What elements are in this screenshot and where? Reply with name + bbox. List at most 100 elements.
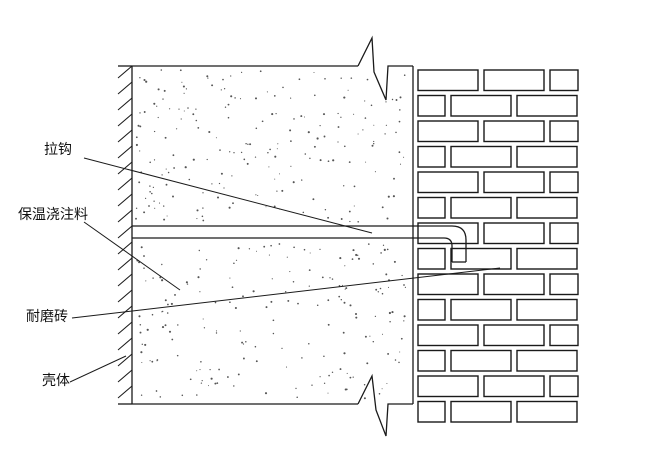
castable-speck <box>324 208 327 211</box>
castable-speck <box>393 260 396 263</box>
castable-speck <box>158 202 161 204</box>
castable-speck <box>364 335 367 338</box>
castable-speck <box>176 354 179 357</box>
hatch-stroke <box>117 97 133 111</box>
castable-speck <box>181 394 184 397</box>
castable-speck <box>180 118 182 120</box>
castable-speck <box>185 88 188 90</box>
castable-speck <box>364 100 366 102</box>
castable-speck <box>235 259 238 261</box>
brick <box>516 400 578 423</box>
castable-speck <box>211 84 214 87</box>
castable-speck <box>340 298 343 301</box>
castable-speck <box>157 116 159 119</box>
castable-speck <box>329 277 331 279</box>
castable-speck <box>369 335 371 337</box>
label-shell: 壳体 <box>42 373 70 389</box>
castable-speck <box>365 161 367 163</box>
castable-speck <box>210 377 213 380</box>
leader-line-anchor-hook <box>83 157 373 234</box>
castable-speck <box>349 304 352 307</box>
castable-speck <box>254 97 258 100</box>
castable-speck <box>293 118 295 120</box>
castable-speck <box>281 189 284 192</box>
castable-speck <box>211 183 213 185</box>
castable-speck <box>143 111 146 113</box>
castable-speck <box>231 286 234 289</box>
castable-speck <box>208 130 211 134</box>
castable-speck <box>403 74 406 76</box>
castable-speck <box>168 330 172 333</box>
castable-speck <box>347 89 349 91</box>
castable-speck <box>345 287 348 290</box>
castable-speck <box>206 158 208 161</box>
castable-speck <box>372 263 375 265</box>
castable-speck <box>307 131 310 134</box>
brick <box>417 94 446 117</box>
brick <box>483 375 545 398</box>
brick <box>483 324 545 347</box>
castable-speck <box>332 159 335 162</box>
castable-speck <box>199 291 201 293</box>
castable-speck <box>353 205 355 207</box>
castable-speck <box>231 175 233 177</box>
castable-speck <box>230 75 232 77</box>
castable-speck <box>303 248 306 251</box>
castable-speck <box>218 182 221 185</box>
brick <box>483 171 545 194</box>
brick <box>483 222 545 245</box>
castable-speck <box>139 112 141 114</box>
castable-speck <box>220 172 223 175</box>
shell-hatching <box>117 65 133 399</box>
castable-speck <box>286 256 288 258</box>
castable-speck <box>308 269 311 271</box>
castable-speck <box>301 179 303 181</box>
castable-speck <box>139 150 141 152</box>
castable-speck <box>214 382 217 385</box>
brick <box>483 120 545 143</box>
castable-speck <box>387 352 390 355</box>
castable-speck <box>312 198 315 201</box>
castable-speck <box>275 112 277 115</box>
castable-speck <box>374 171 376 173</box>
castable-speck <box>196 370 198 372</box>
castable-speck <box>254 156 257 158</box>
brick <box>417 400 446 423</box>
castable-speck <box>316 137 319 140</box>
castable-speck <box>391 311 394 314</box>
anchor-hook <box>132 225 467 263</box>
castable-speck <box>395 131 397 134</box>
castable-speck <box>319 376 321 378</box>
castable-speck <box>163 205 165 207</box>
castable-speck <box>202 318 204 320</box>
castable-speck <box>272 319 275 322</box>
castable-speck <box>243 158 246 161</box>
castable-speck <box>264 392 268 395</box>
castable-speck <box>384 133 386 135</box>
castable-speck <box>145 80 148 83</box>
castable-speck <box>139 331 142 334</box>
castable-speck <box>367 243 370 245</box>
castable-speck <box>237 247 240 250</box>
castable-speck <box>249 143 252 146</box>
castable-speck <box>234 306 237 310</box>
castable-speck <box>143 267 145 269</box>
castable-speck <box>182 85 185 88</box>
castable-speck <box>381 292 384 295</box>
castable-speck <box>380 252 382 254</box>
castable-speck <box>257 194 259 197</box>
castable-speck <box>155 390 158 392</box>
castable-speck <box>167 171 170 174</box>
castable-speck <box>353 185 356 188</box>
castable-speck <box>391 98 394 101</box>
castable-speck <box>385 273 388 276</box>
castable-speck <box>240 151 243 154</box>
castable-speck <box>339 368 342 371</box>
castable-speck <box>152 186 155 189</box>
hatch-stroke <box>117 257 133 271</box>
castable-speck <box>164 324 167 327</box>
castable-speck <box>202 219 205 222</box>
castable-speck <box>144 343 147 346</box>
castable-speck <box>324 78 326 80</box>
castable-speck <box>140 351 143 354</box>
